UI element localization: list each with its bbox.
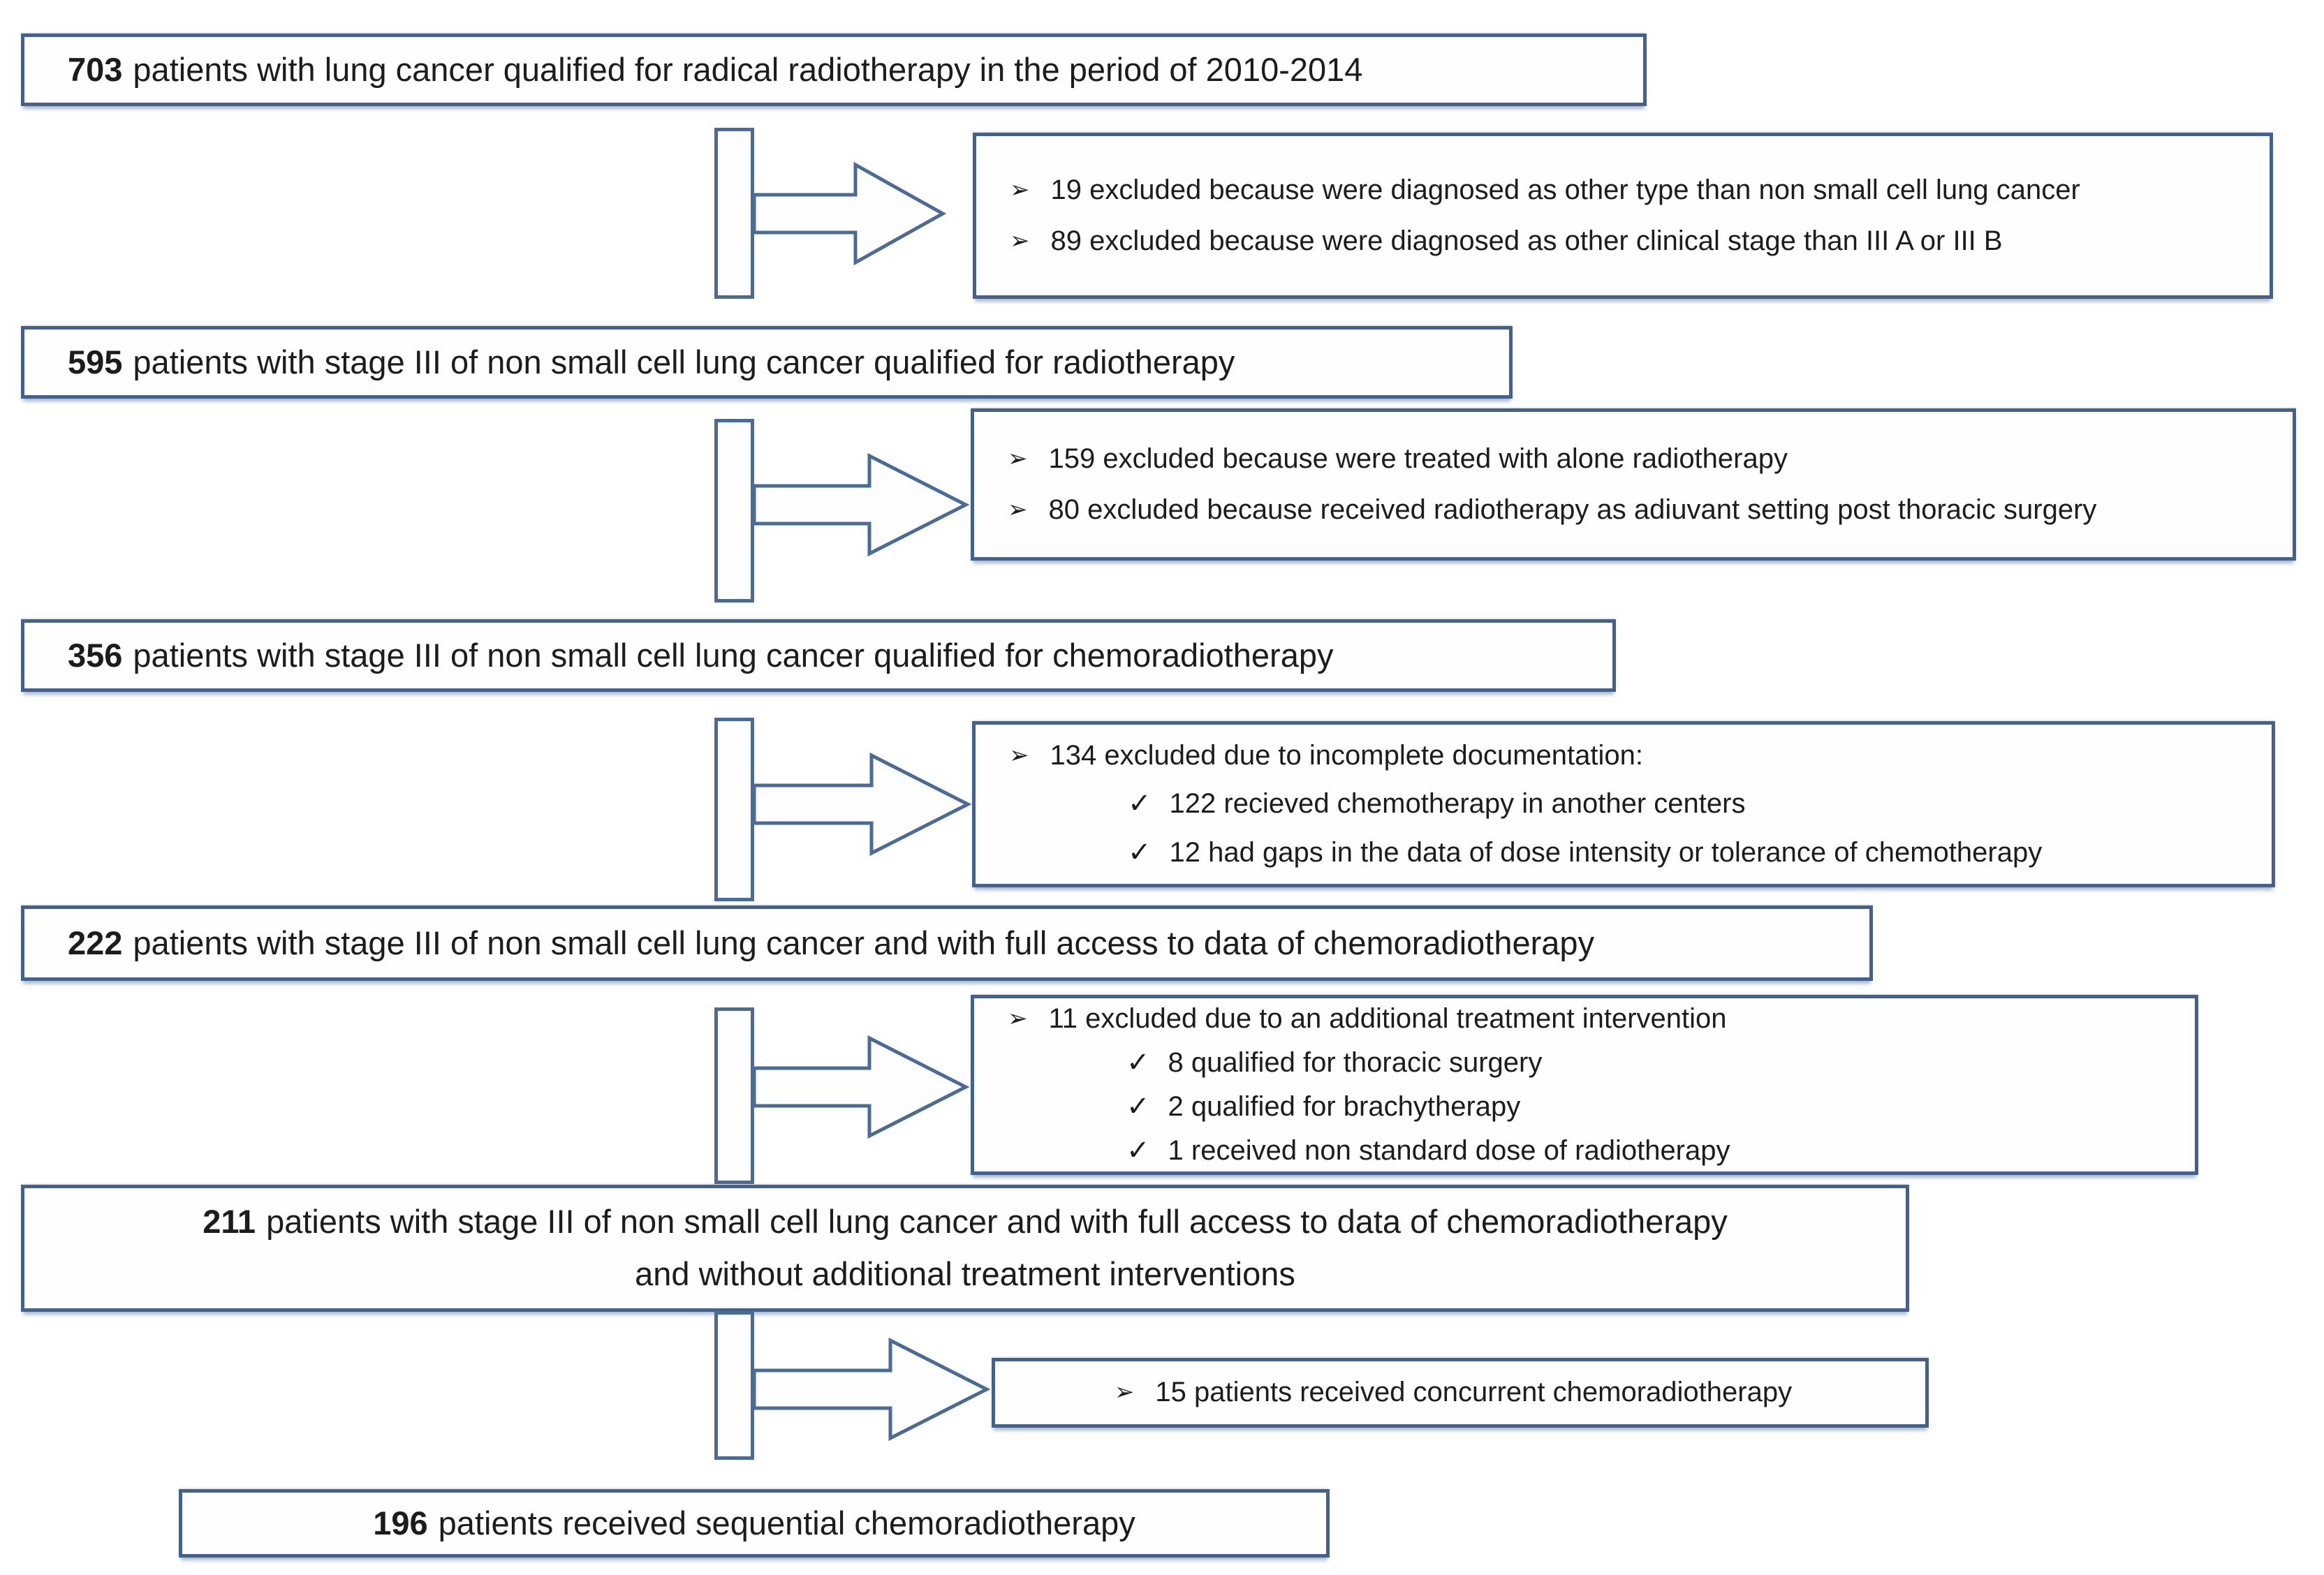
vertical-bar [714,419,754,602]
exclusion-subitem: ✓ 12 had gaps in the data of dose intens… [976,836,2272,869]
exclusion-item: ➢ 134 excluded due to incomplete documen… [976,739,2272,772]
exclusion-subtext: 8 qualified for thoracic surgery [1168,1047,1543,1078]
box-count: 356 [68,636,123,674]
box-text: patients with stage III of non small cel… [133,636,1334,674]
box-text-2: and without additional treatment interve… [635,1255,1295,1292]
connector-arrow-5 [714,1311,990,1460]
triangle-bullet-icon: ➢ [1008,445,1028,472]
flow-box-line: 703 patients with lung cancer qualified … [24,50,1362,91]
exclusion-subtext: 1 received non standard dose of radiothe… [1168,1135,1730,1167]
exclusion-box-5: ➢ 15 patients received concurrent chemor… [992,1358,1929,1428]
exclusion-subtext: 12 had gaps in the data of dose intensit… [1169,836,2043,868]
box-count: 211 [203,1203,256,1241]
exclusion-subitem: ✓ 122 recieved chemotherapy in another c… [976,788,2272,820]
exclusion-item: ➢ 11 excluded due to an additional treat… [974,1003,2195,1035]
triangle-bullet-icon: ➢ [1010,176,1030,203]
exclusion-item: ➢ 15 patients received concurrent chemor… [1115,1376,1806,1409]
exclusion-text: 89 excluded because were diagnosed as ot… [1050,225,2003,256]
triangle-bullet-icon: ➢ [1010,228,1030,254]
triangle-bullet-icon: ➢ [1008,496,1028,523]
flow-box-222: 222 patients with stage III of non small… [21,905,1873,981]
flow-box-line: 211 patients with stage III of non small… [203,1201,1727,1243]
flow-box-703: 703 patients with lung cancer qualified … [21,34,1647,106]
exclusion-subitem: ✓ 8 qualified for thoracic surgery [974,1047,2195,1079]
exclusion-text: 11 excluded due to an additional treatme… [1048,1003,1727,1034]
flow-box-196: 196 patients received sequential chemora… [179,1489,1330,1558]
vertical-bar [714,1007,754,1184]
box-count: 222 [68,924,123,961]
check-icon: ✓ [1126,1047,1150,1078]
exclusion-text: 134 excluded due to incomplete documenta… [1050,740,1643,771]
exclusion-text: 15 patients received concurrent chemorad… [1155,1377,1793,1408]
exclusion-item: ➢ 19 excluded because were diagnosed as … [976,174,2270,207]
vertical-bar [714,718,754,901]
check-icon: ✓ [1126,1135,1150,1167]
check-icon: ✓ [1128,788,1152,820]
block-arrow [752,1035,969,1139]
check-icon: ✓ [1128,836,1152,868]
connector-arrow-3 [714,718,971,901]
exclusion-text: 80 excluded because received radiotherap… [1048,494,2097,525]
check-icon: ✓ [1126,1091,1150,1122]
exclusion-item: ➢ 159 excluded because were treated with… [974,443,2293,475]
exclusion-item: ➢ 80 excluded because received radiother… [974,494,2293,526]
flow-box-line: 595 patients with stage III of non small… [24,342,1235,383]
box-text: patients received sequential chemoradiot… [438,1504,1135,1541]
block-arrow [752,452,969,557]
flow-box-595: 595 patients with stage III of non small… [21,326,1513,399]
exclusion-box-4: ➢ 11 excluded due to an additional treat… [971,995,2198,1175]
exclusion-box-2: ➢ 159 excluded because were treated with… [971,408,2296,561]
triangle-bullet-icon: ➢ [1008,1005,1028,1032]
exclusion-subtext: 2 qualified for brachytherapy [1168,1091,1521,1122]
exclusion-subtext: 122 recieved chemotherapy in another cen… [1169,788,1746,820]
exclusion-item: ➢ 89 excluded because were diagnosed as … [976,225,2270,258]
triangle-bullet-icon: ➢ [1114,1379,1135,1406]
vertical-bar [714,128,754,299]
box-count: 196 [373,1504,428,1541]
block-arrow [752,752,971,857]
box-text: patients with stage III of non small cel… [133,924,1595,961]
flow-box-line: 222 patients with stage III of non small… [24,923,1594,964]
flow-box-line: 196 patients received sequential chemora… [373,1503,1135,1544]
box-text: patients with stage III of non small cel… [133,343,1235,380]
exclusion-subitem: ✓ 1 received non standard dose of radiot… [974,1134,2195,1167]
exclusion-box-1: ➢ 19 excluded because were diagnosed as … [973,133,2273,299]
flow-box-211: 211 patients with stage III of non small… [21,1185,1909,1312]
box-text: patients with stage III of non small cel… [266,1203,1728,1241]
exclusion-text: 159 excluded because were treated with a… [1048,443,1788,474]
box-text: patients with lung cancer qualified for … [133,50,1363,88]
connector-arrow-4 [714,1007,969,1184]
exclusion-subitem: ✓ 2 qualified for brachytherapy [974,1090,2195,1123]
block-arrow [752,161,946,266]
exclusion-text: 19 excluded because were diagnosed as ot… [1050,174,2080,205]
box-count: 595 [68,343,123,380]
triangle-bullet-icon: ➢ [1009,742,1029,769]
flow-box-line: 356 patients with stage III of non small… [24,635,1333,676]
flow-box-line-2: and without additional treatment interve… [635,1254,1295,1295]
box-count: 703 [68,50,123,88]
block-arrow [752,1337,990,1442]
flow-box-356: 356 patients with stage III of non small… [21,619,1616,692]
vertical-bar [714,1311,754,1460]
connector-arrow-1 [714,128,946,299]
exclusion-box-3: ➢ 134 excluded due to incomplete documen… [972,721,2275,887]
connector-arrow-2 [714,419,969,602]
